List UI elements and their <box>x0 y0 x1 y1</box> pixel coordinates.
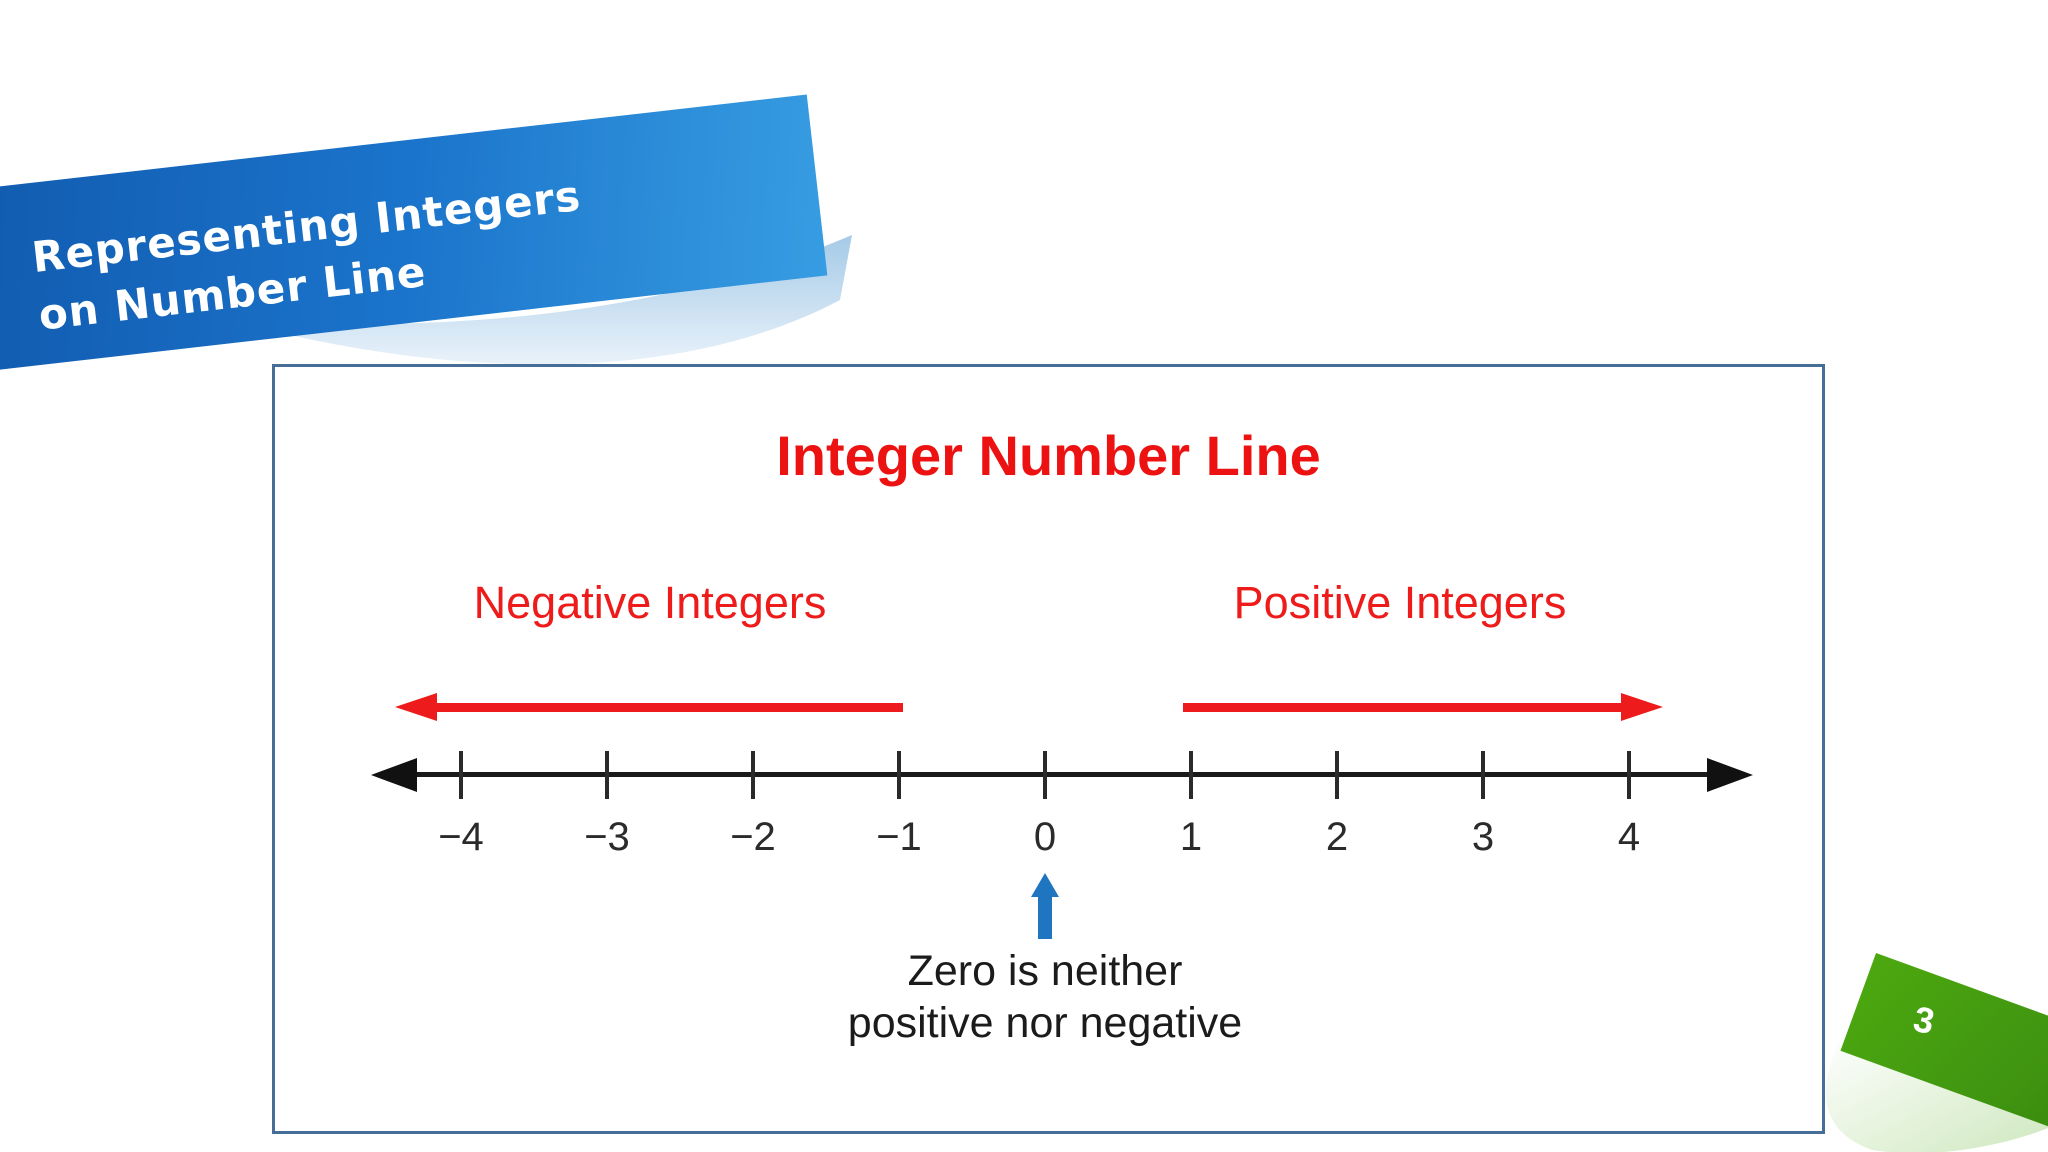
zero-note-line2: positive nor negative <box>847 999 1243 1048</box>
tick-mark <box>1189 751 1193 799</box>
number-line <box>403 772 1721 777</box>
number-line-right-arrowhead-icon <box>1707 758 1753 792</box>
tick-mark <box>751 751 755 799</box>
negative-integers-label: Negative Integers <box>473 577 827 628</box>
tick-label: −2 <box>730 815 776 859</box>
tick-label: 4 <box>1617 815 1641 859</box>
tick-label: 2 <box>1325 815 1349 859</box>
tick-mark <box>1481 751 1485 799</box>
number-line-left-arrowhead-icon <box>371 758 417 792</box>
page-number: 3 <box>1909 997 1939 1043</box>
negative-direction-arrow <box>395 693 903 721</box>
diagram-title: Integer Number Line <box>776 424 1321 487</box>
negative-arrow-shaft <box>429 703 903 712</box>
zero-pointer-arrow-icon <box>1031 873 1059 897</box>
zero-note: Zero is neither positive nor negative <box>848 945 1242 1050</box>
tick-mark <box>459 751 463 799</box>
zero-note-line1: Zero is neither <box>907 947 1183 995</box>
tick-container: −4 −3 −2 −1 0 1 2 3 4 <box>275 367 1822 1131</box>
positive-integers-label: Positive Integers <box>1233 577 1567 628</box>
positive-arrow-shaft <box>1183 703 1629 712</box>
left-arrowhead-icon <box>395 693 437 721</box>
tick-label: 3 <box>1471 815 1495 859</box>
tick-mark <box>1335 751 1339 799</box>
positive-direction-arrow <box>1183 693 1663 721</box>
diagram-panel: Integer Number Line Negative Integers Po… <box>272 364 1825 1134</box>
tick-label: −1 <box>876 815 922 859</box>
right-arrowhead-icon <box>1621 693 1663 721</box>
tick-label: −4 <box>438 815 484 859</box>
page-corner-swoosh <box>1825 1030 2048 1152</box>
tick-label: 1 <box>1179 815 1203 859</box>
tick-label: 0 <box>1033 815 1057 859</box>
tick-mark <box>1043 751 1047 799</box>
tick-mark <box>1627 751 1631 799</box>
tick-mark <box>897 751 901 799</box>
tick-label: −3 <box>584 815 630 859</box>
banner-swoosh <box>230 235 852 365</box>
tick-mark <box>605 751 609 799</box>
zero-pointer-arrow-shaft <box>1038 897 1052 939</box>
